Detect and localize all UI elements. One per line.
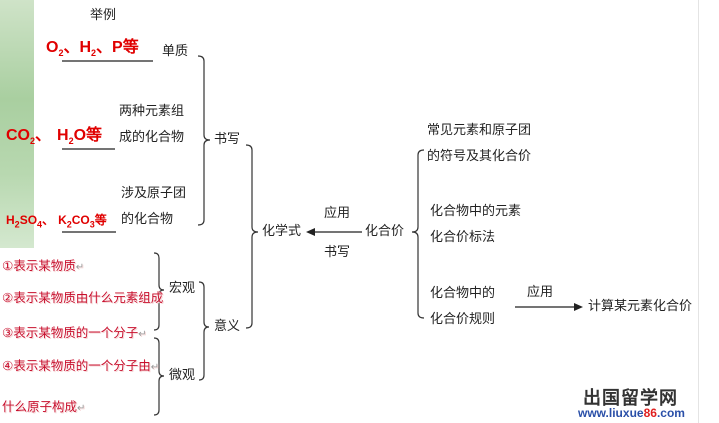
two-element-examples: CO2、H2O等 xyxy=(6,127,103,147)
brace-valence xyxy=(411,149,425,319)
green-decor-strip xyxy=(0,0,34,248)
micro-label: 微观 xyxy=(169,368,196,383)
meaning-item-5: 什么原子构成↵ xyxy=(2,399,86,414)
meaning-item-3: ③表示某物质的一个分子↵ xyxy=(2,325,147,340)
meaning-title: 意义 xyxy=(214,319,241,334)
valence-item-2b: 化合价标法 xyxy=(430,230,496,245)
brace-meaning xyxy=(198,281,210,381)
apply-result: 计算某元素化合价 xyxy=(588,299,693,314)
divider-line xyxy=(698,0,699,423)
elements-examples: O2、H2、P等 xyxy=(46,39,139,59)
two-element-label-1: 两种元素组 xyxy=(119,104,185,119)
brace-micro xyxy=(153,337,165,416)
arrow-apply xyxy=(515,303,583,311)
valence-item-1b: 的符号及其化合价 xyxy=(427,149,532,164)
formula-node: 化学式 xyxy=(262,224,302,239)
examples-header: 举例 xyxy=(90,8,117,23)
valence-item-2a: 化合物中的元素 xyxy=(430,204,522,219)
group-examples: H2SO4、K2CO3等 xyxy=(6,213,107,230)
meaning-item-4: ④表示某物质的一个分子由↵ xyxy=(2,358,160,373)
meaning-item-1: ①表示某物质↵ xyxy=(2,258,85,273)
arrow-bottom-label: 书写 xyxy=(324,245,351,260)
valence-item-1a: 常见元素和原子团 xyxy=(427,123,532,138)
group-label-2: 的化合物 xyxy=(121,212,174,227)
valence-node: 化合价 xyxy=(365,224,405,239)
arrow-valence-to-formula xyxy=(306,228,362,236)
watermark-name: 出国留学网 xyxy=(583,388,678,409)
macro-label: 宏观 xyxy=(169,281,196,296)
watermark-url: www.liuxue86.com xyxy=(578,406,685,420)
elements-label: 单质 xyxy=(162,44,189,59)
two-element-label-2: 成的化合物 xyxy=(119,130,185,145)
valence-item-3b: 化合价规则 xyxy=(430,312,496,327)
brace-writing xyxy=(197,55,211,226)
brace-macro xyxy=(153,252,165,331)
arrow-top-label: 应用 xyxy=(324,206,351,221)
meaning-item-2: ②表示某物质由什么元素组成 xyxy=(2,290,164,305)
brace-formula xyxy=(245,144,259,329)
group-label-1: 涉及原子团 xyxy=(121,186,187,201)
writing-title: 书写 xyxy=(214,132,241,147)
valence-item-3a: 化合物中的 xyxy=(430,286,496,301)
apply-label: 应用 xyxy=(527,285,554,300)
